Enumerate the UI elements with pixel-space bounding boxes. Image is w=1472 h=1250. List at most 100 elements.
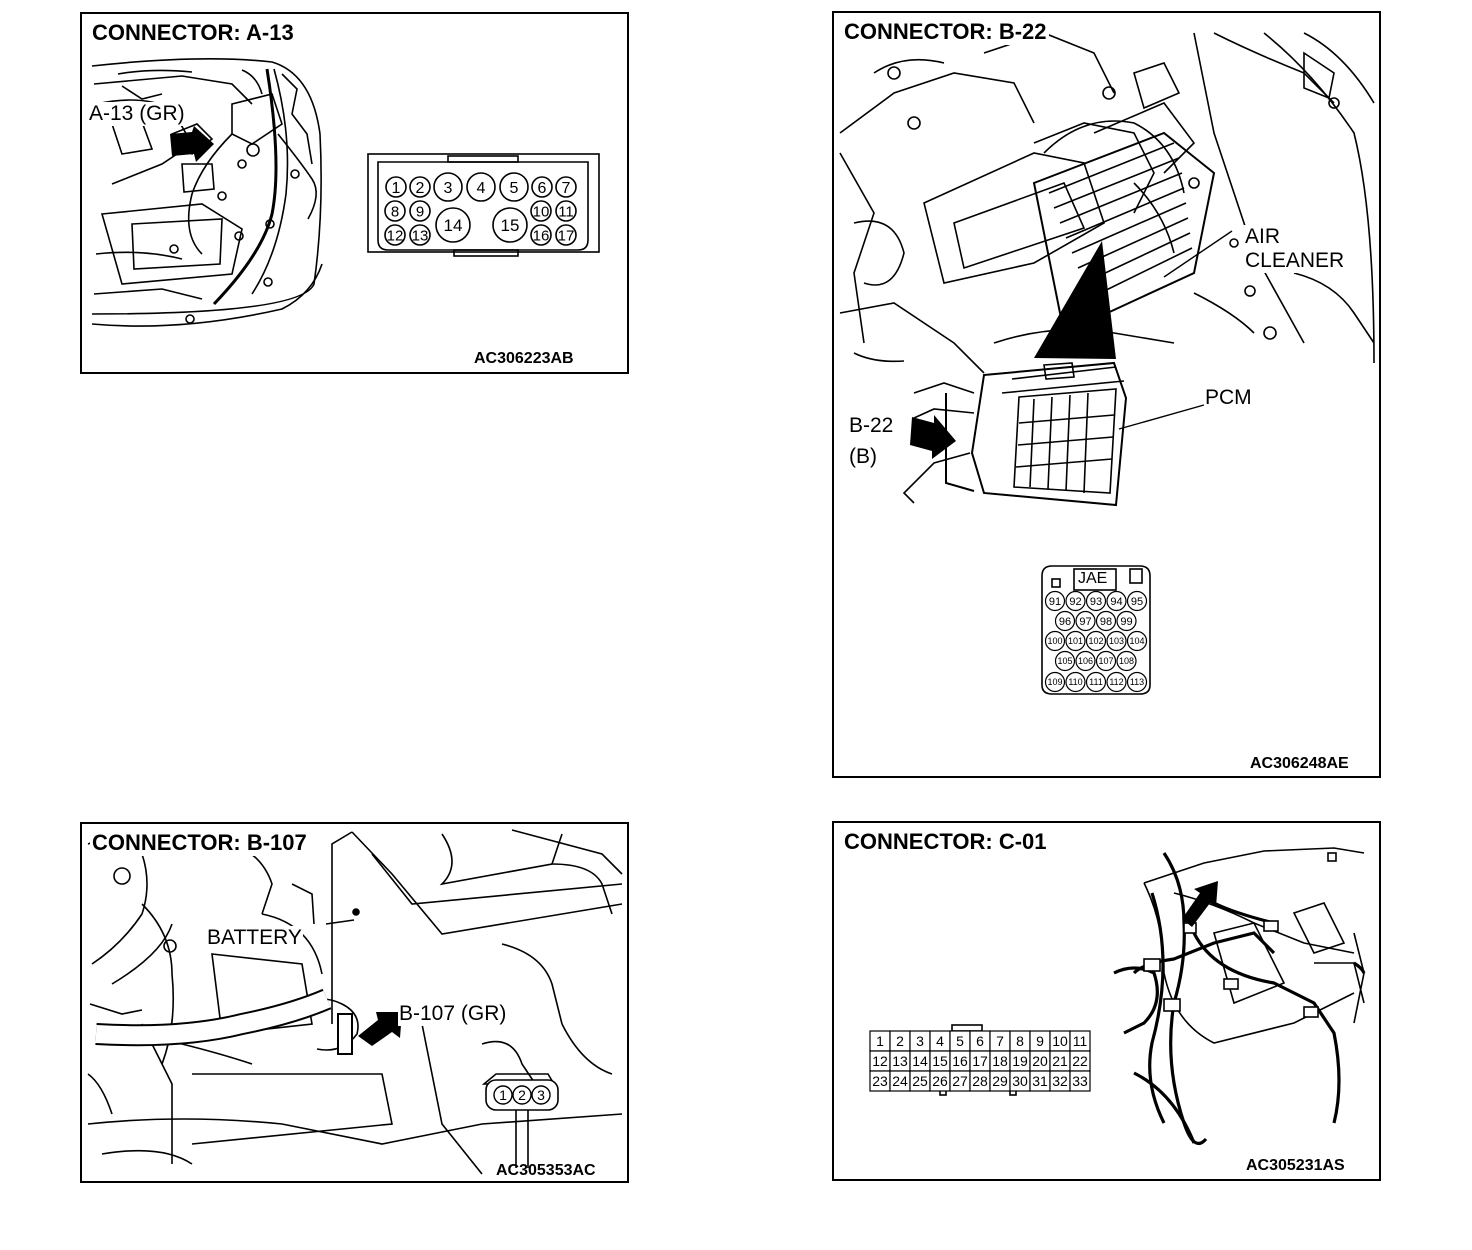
pin-20-label: 20: [1032, 1053, 1048, 1069]
pin-15-label: 15: [501, 216, 520, 235]
pin-12-label: 12: [872, 1053, 888, 1069]
pin-110-label: 110: [1068, 677, 1082, 687]
pin-33-label: 33: [1072, 1073, 1088, 1089]
pin-99-circle: [1116, 610, 1137, 632]
callout-label-b22-color: (B): [848, 445, 878, 469]
pin-7-label: 7: [996, 1033, 1004, 1049]
figure-code: AC305231AS: [1246, 1157, 1345, 1174]
pin-111-label: 111: [1089, 677, 1103, 687]
pin-100-label: 100: [1047, 636, 1062, 646]
pin-1-circle: [385, 176, 407, 198]
pin-13-label: 13: [892, 1053, 908, 1069]
pin-8-label: 8: [1016, 1033, 1024, 1049]
pin-6-label: 6: [976, 1033, 984, 1049]
pin-14-label: 14: [912, 1053, 928, 1069]
pin-107-circle: [1095, 650, 1117, 672]
pin-3-label: 3: [444, 180, 453, 197]
pin-1-label: 1: [876, 1033, 884, 1049]
pin-3-circle: [433, 172, 463, 202]
pin-91-circle: [1044, 590, 1066, 612]
pin-105-label: 105: [1057, 656, 1072, 666]
pin-1-label: 1: [499, 1087, 507, 1103]
pin-2-circle: [512, 1085, 532, 1105]
pin-9-label: 9: [416, 203, 424, 220]
pin-8-circle: [384, 200, 406, 222]
pin-110-circle: [1065, 671, 1086, 693]
pcm-label: PCM: [1204, 386, 1253, 410]
pin-27-label: 27: [952, 1073, 968, 1089]
engine-bay-illustration-b22: [839, 32, 1375, 507]
pin-14-label: 14: [444, 216, 463, 235]
pin-1-circle: [493, 1085, 513, 1105]
figure-code: AC305353AC: [496, 1162, 596, 1179]
pin-19-label: 19: [1012, 1053, 1028, 1069]
pin-25-label: 25: [912, 1073, 928, 1089]
pin-32-label: 32: [1052, 1073, 1068, 1089]
figure-code: AC306248AE: [1250, 755, 1349, 772]
pin-13-circle: [409, 224, 431, 246]
callout-label-a13: A-13 (GR): [88, 102, 186, 126]
pin-33-cell: [1069, 1070, 1091, 1092]
pin-2-label: 2: [896, 1033, 904, 1049]
pin-12-label: 12: [387, 227, 404, 244]
pin-112-label: 112: [1109, 677, 1123, 687]
pin-113-label: 113: [1130, 677, 1144, 687]
pin-4-circle: [466, 172, 496, 202]
pin-23-label: 23: [872, 1073, 888, 1089]
pin-15-label: 15: [932, 1053, 948, 1069]
pin-101-label: 101: [1068, 636, 1083, 646]
pin-95-label: 95: [1131, 596, 1143, 608]
pin-106-label: 106: [1078, 656, 1093, 666]
pin-30-label: 30: [1012, 1073, 1028, 1089]
pin-97-circle: [1075, 610, 1096, 632]
pin-108-circle: [1116, 650, 1137, 672]
panel-title: CONNECTOR: B-22: [842, 19, 1049, 45]
pin-97-label: 97: [1079, 616, 1091, 628]
pin-2-label: 2: [416, 180, 425, 197]
pin-108-label: 108: [1119, 656, 1134, 666]
figure-code: AC306223AB: [474, 350, 574, 367]
air-cleaner-label-line2: CLEANER: [1244, 249, 1346, 273]
pin-102-label: 102: [1088, 636, 1103, 646]
pin-107-label: 107: [1098, 656, 1113, 666]
pin-96-circle: [1054, 610, 1076, 632]
pin-17-circle: [555, 224, 577, 246]
pin-4-label: 4: [936, 1033, 944, 1049]
pin-24-label: 24: [892, 1073, 908, 1089]
pin-96-label: 96: [1059, 616, 1071, 628]
pin-91-label: 91: [1049, 596, 1061, 608]
pin-105-circle: [1054, 650, 1076, 672]
pin-3-label: 3: [916, 1033, 924, 1049]
pin-104-circle: [1126, 630, 1148, 652]
dashboard-harness-illustration-c01: [1113, 847, 1366, 1145]
pin-103-circle: [1106, 630, 1127, 652]
pin-109-label: 109: [1047, 677, 1062, 687]
pin-1-label: 1: [392, 180, 401, 197]
pin-99-label: 99: [1120, 616, 1132, 628]
pin-92-circle: [1065, 590, 1086, 612]
pin-113-circle: [1126, 671, 1148, 693]
pin-2-circle: [409, 176, 431, 198]
panel-title: CONNECTOR: A-13: [90, 20, 296, 46]
pin-17-label: 17: [558, 227, 575, 244]
pin-11-circle: [555, 200, 577, 222]
panel-title: CONNECTOR: C-01: [842, 829, 1049, 855]
pin-12-circle: [384, 224, 406, 246]
pin-9-circle: [409, 200, 431, 222]
battery-label: BATTERY: [206, 926, 303, 950]
pin-6-label: 6: [538, 180, 547, 197]
pin-103-label: 103: [1109, 636, 1124, 646]
pin-10-label: 10: [1052, 1033, 1068, 1049]
pin-102-circle: [1085, 630, 1107, 652]
pin-101-circle: [1065, 630, 1086, 652]
pin-10-circle: [530, 200, 552, 222]
panel-title: CONNECTOR: B-107: [90, 830, 309, 856]
pin-18-label: 18: [992, 1053, 1008, 1069]
pin-16-label: 16: [533, 227, 550, 244]
pin-17-label: 17: [972, 1053, 988, 1069]
